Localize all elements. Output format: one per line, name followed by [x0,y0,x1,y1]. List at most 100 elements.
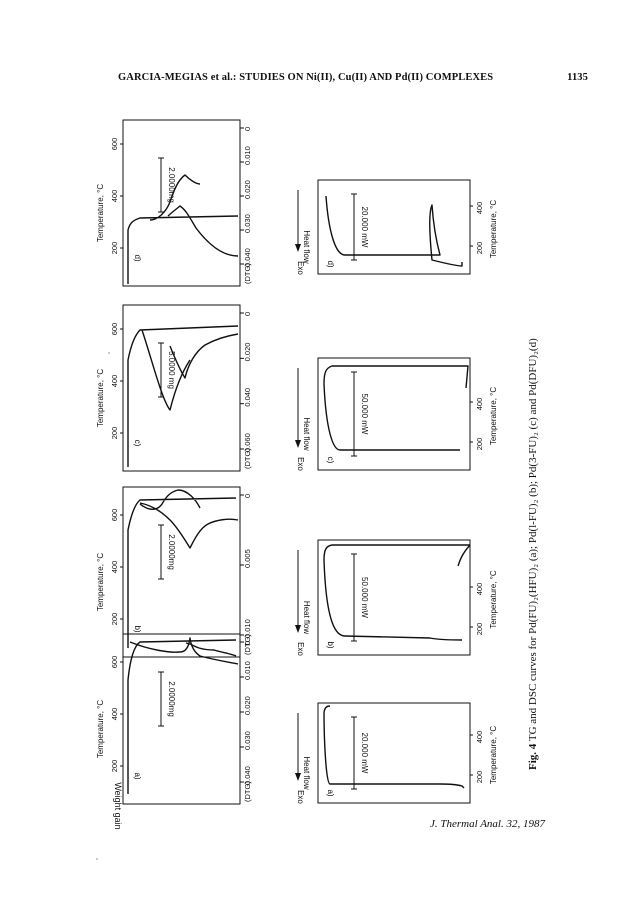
dtg-tick-label: 0.040 [243,388,252,407]
temp-tick-label: 200 [475,771,484,784]
tg-panel-frame [122,119,241,287]
dtg-tick-label: 0 [243,641,252,645]
panel-letter: c) [326,457,335,464]
temperature-axis-label: Temperature, °C [489,387,498,446]
scale-label: 2.0000mg [167,534,176,570]
temp-tick-label: 400 [475,731,484,744]
temperature-axis-label: Temperature, °C [489,200,498,259]
exo-arrow-head [295,625,301,633]
dtg-tick-label: 0.010 [243,619,252,638]
exo-arrow-head [295,244,301,252]
exo-arrow-head [295,773,301,781]
scale-label: 50.000 mW [360,577,369,618]
temperature-axis-label: Temperature, °C [96,553,105,612]
running-head: GARCIA-MEGIAS et al.: STUDIES ON Ni(II),… [118,72,588,83]
temp-tick-label: 600 [110,656,119,669]
panel-letter: b) [326,641,335,648]
temp-tick-label: 200 [110,427,119,440]
exo-label: Exo [296,457,305,471]
scale-label: 20.000 mW [360,733,369,774]
dtg-unit-label: (DTG) [243,634,252,655]
temperature-axis-label: Temperature, °C [489,570,498,629]
panel-letter: c) [133,440,142,447]
tg-curve [127,325,239,467]
dtg-unit-label: (DTG) [243,448,252,469]
exo-label: Exo [296,642,305,656]
temp-tick-label: 600 [110,323,119,336]
dtg-tick-label: 0.020 [243,696,252,715]
temp-tick-label: 400 [110,375,119,388]
dtg-unit-label: (DTG) [243,781,252,802]
dtg-tick-label: 0.040 [243,248,252,267]
tg-panel-frame [122,304,241,472]
exo-label: Exo [296,790,305,804]
scale-label: 2.0000mg [167,167,176,203]
panel-letter: d) [326,260,335,267]
tg-panel-frame [122,486,241,658]
temp-tick-label: 400 [110,708,119,721]
panel-letter: b) [133,625,142,632]
dtg-tick-label: 0.030 [243,214,252,233]
dtg-tick-label: 0.010 [243,146,252,165]
panel-letter: a) [133,772,142,779]
dsc-curve [325,195,463,267]
temp-tick-label: 400 [475,583,484,596]
temp-tick-label: 200 [475,242,484,255]
heat-flow-label: Heat flow [302,230,311,264]
dtg-tick-label: 0 [243,127,252,131]
exo-arrow-head [295,440,301,448]
tg-curve [127,637,239,794]
temp-tick-label: 200 [475,623,484,636]
scale-label: 2.0000mg [167,681,176,717]
temp-tick-label: 200 [475,438,484,451]
dtg-tick-label: 0.040 [243,766,252,785]
scan-speck [96,858,98,860]
temperature-axis-label: Temperature, °C [489,726,498,785]
heat-flow-label: Heat flow [302,417,311,451]
page-number: 1135 [567,72,588,83]
dtg-tick-label: 0 [243,312,252,316]
temp-tick-label: 200 [110,760,119,773]
figure-caption: Fig. 4 TG and DSC curves for Pd(FU)₂(HFU… [527,250,539,770]
temperature-axis-label: Temperature, °C [96,184,105,243]
weight-gain-label: Weight gain [113,782,123,829]
caption-text: TG and DSC curves for Pd(FU)₂(HFU)₂ (a);… [527,338,539,742]
temp-tick-label: 200 [110,613,119,626]
dtg-tick-label: 0.005 [243,549,252,568]
heat-flow-label: Heat flow [302,756,311,790]
caption-label: Fig. 4 [527,743,539,770]
dtg-unit-label: (DTG) [243,263,252,284]
dsc-curve [323,365,469,451]
dtg-tick-label: 0 [243,494,252,498]
dtg-tick-label: 0.020 [243,180,252,199]
dsc-curve [323,705,465,789]
dsc-panel-frame [317,702,471,804]
dtg-tick-label: 0.060 [243,433,252,452]
tg-curve [127,489,239,648]
tg-panel-frame [122,633,241,805]
heat-flow-label: Heat flow [302,601,311,635]
dtg-tick-label: 0.020 [243,343,252,362]
scale-label: 20.000 mW [360,207,369,248]
temp-tick-label: 600 [110,509,119,522]
temp-tick-label: 400 [475,202,484,215]
temp-tick-label: 400 [110,190,119,203]
scale-label: 5.0000 mg [167,351,176,389]
journal-footer: J. Thermal Anal. 32, 1987 [430,818,545,830]
scan-speck [108,352,110,354]
temp-tick-label: 400 [475,398,484,411]
temp-tick-label: 200 [110,242,119,255]
temp-tick-label: 400 [110,561,119,574]
dsc-panel-frame [317,357,471,471]
temperature-axis-label: Temperature, °C [96,369,105,428]
dsc-panel-frame [317,539,471,656]
panel-letter: a) [326,789,335,796]
scale-label: 50.000 mW [360,394,369,435]
exo-label: Exo [296,261,305,275]
dtg-tick-label: 0.030 [243,731,252,750]
temp-tick-label: 600 [110,138,119,151]
dtg-tick-label: 0.010 [243,661,252,680]
running-head-text: GARCIA-MEGIAS et al.: STUDIES ON Ni(II),… [118,72,494,83]
temperature-axis-label: Temperature, °C [96,700,105,759]
